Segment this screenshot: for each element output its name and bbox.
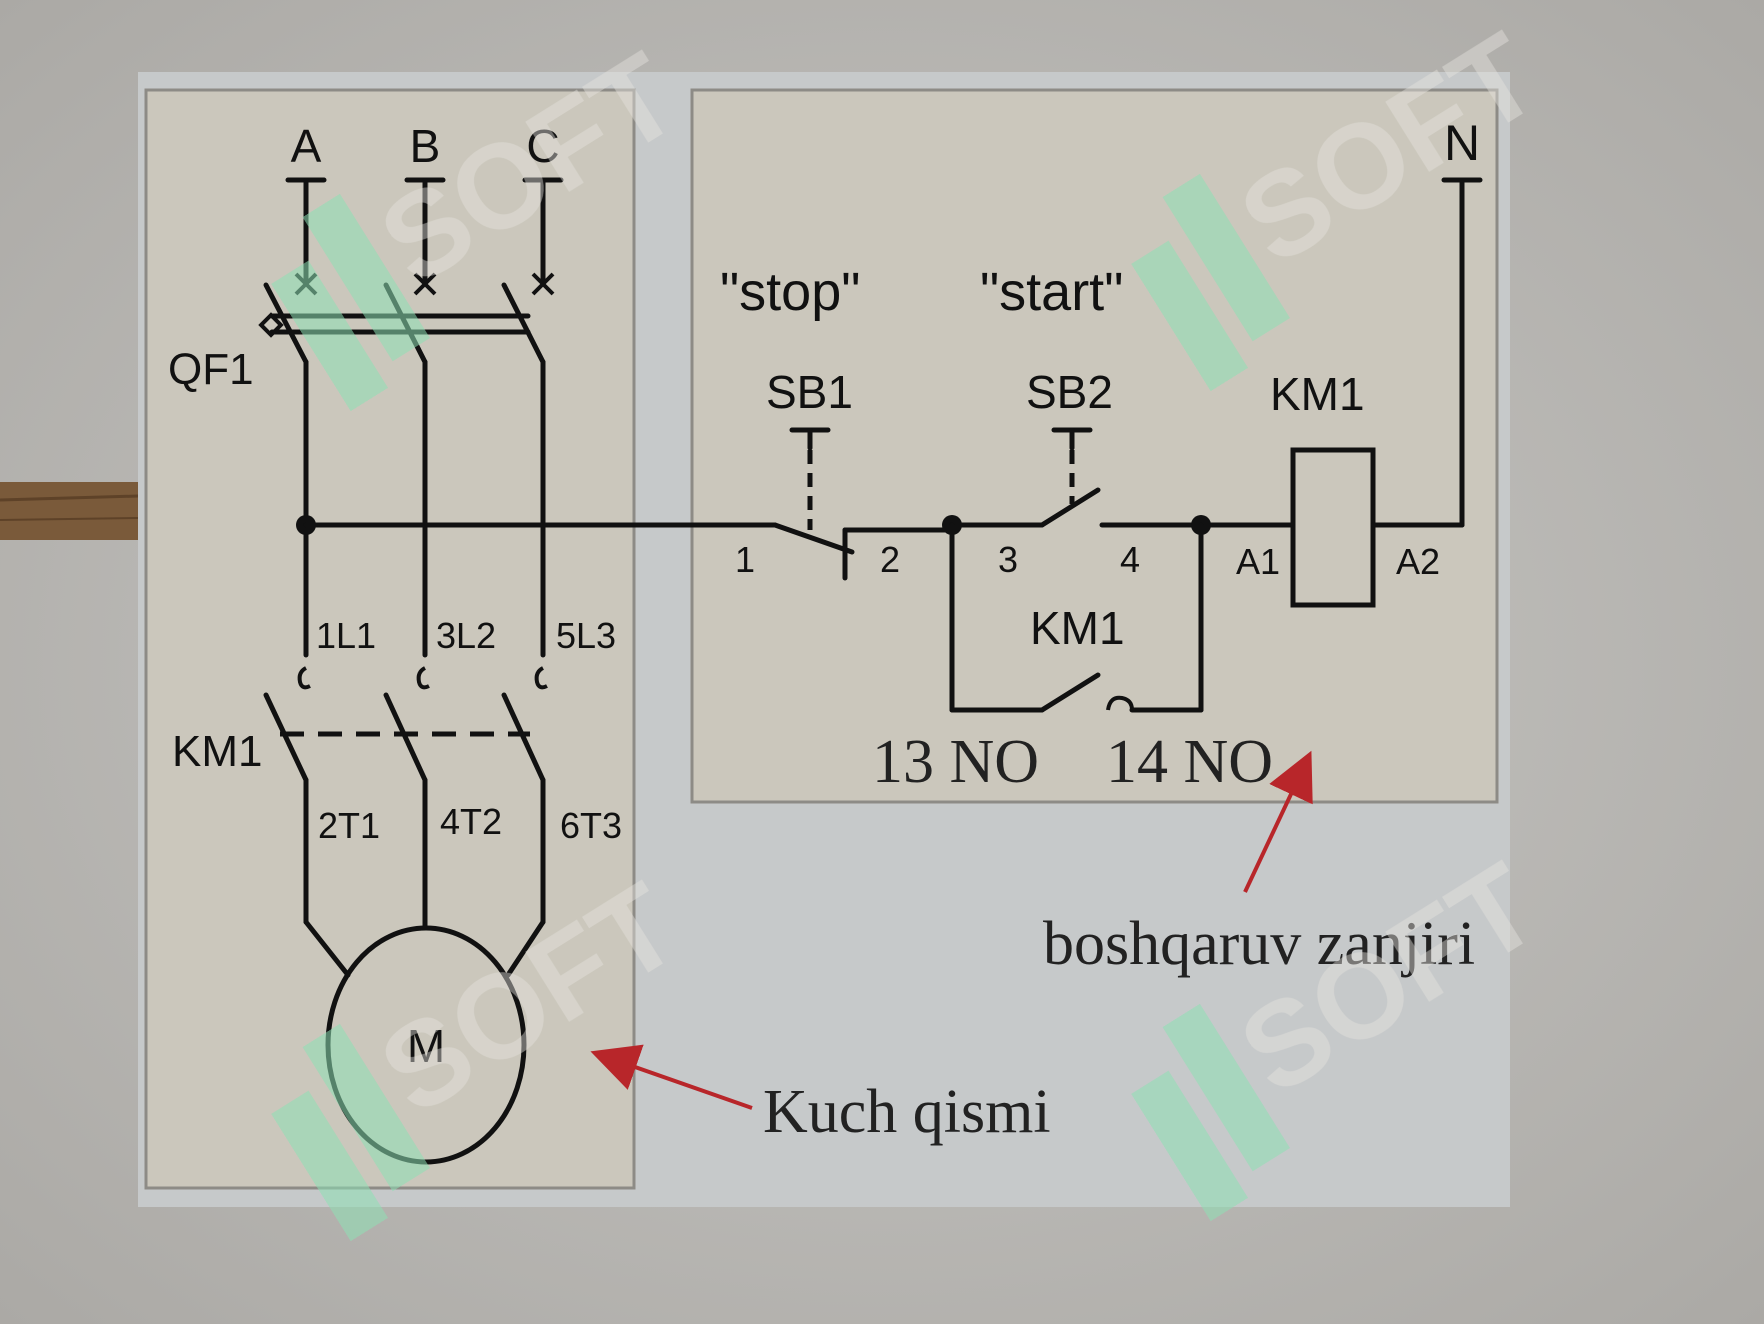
motor-label: M: [407, 1020, 445, 1072]
node-1: 1: [735, 539, 755, 580]
contactor-label: KM1: [172, 727, 262, 776]
node-4: 4: [1120, 539, 1140, 580]
terminal-5l3: 5L3: [556, 615, 616, 656]
phase-b-label: B: [410, 120, 441, 172]
sb2-label: SB2: [1026, 366, 1113, 418]
breaker-label: QF1: [168, 345, 254, 394]
power-panel: [144, 88, 636, 1190]
control-circuit-caption: boshqaruv zanjiri: [1043, 910, 1475, 978]
coil-label: KM1: [1270, 368, 1365, 420]
terminal-2t1: 2T1: [318, 805, 380, 846]
aux-contact-label: KM1: [1030, 602, 1125, 654]
power-part-caption: Kuch qismi: [763, 1078, 1051, 1146]
wood-strip: [0, 482, 138, 540]
terminal-1l1: 1L1: [316, 615, 376, 656]
node-a1: A1: [1236, 541, 1280, 582]
sb1-label: SB1: [766, 366, 853, 418]
neutral-label: N: [1444, 115, 1480, 171]
terminal-4t2: 4T2: [440, 801, 502, 842]
start-label: "start": [980, 262, 1123, 322]
node-a2: A2: [1396, 541, 1440, 582]
control-circuit: "stop" SB1 "start" SB2 KM1 N 1 2 3 4 A1 …: [303, 115, 1483, 796]
terminal-3l2: 3L2: [436, 615, 496, 656]
control-arrow: [1243, 750, 1313, 893]
aux-right-label: 14 NO: [1106, 728, 1273, 796]
node-3: 3: [998, 539, 1018, 580]
power-arrow: [590, 1044, 753, 1110]
phase-a-label: A: [291, 120, 322, 172]
node-2: 2: [880, 539, 900, 580]
phase-c-label: C: [526, 120, 559, 172]
annotations: boshqaruv zanjiri Kuch qismi: [590, 750, 1475, 1146]
control-panel: [690, 88, 1499, 804]
terminal-6t3: 6T3: [560, 805, 622, 846]
stop-label: "stop": [720, 262, 860, 322]
aux-left-label: 13 NO: [872, 728, 1039, 796]
